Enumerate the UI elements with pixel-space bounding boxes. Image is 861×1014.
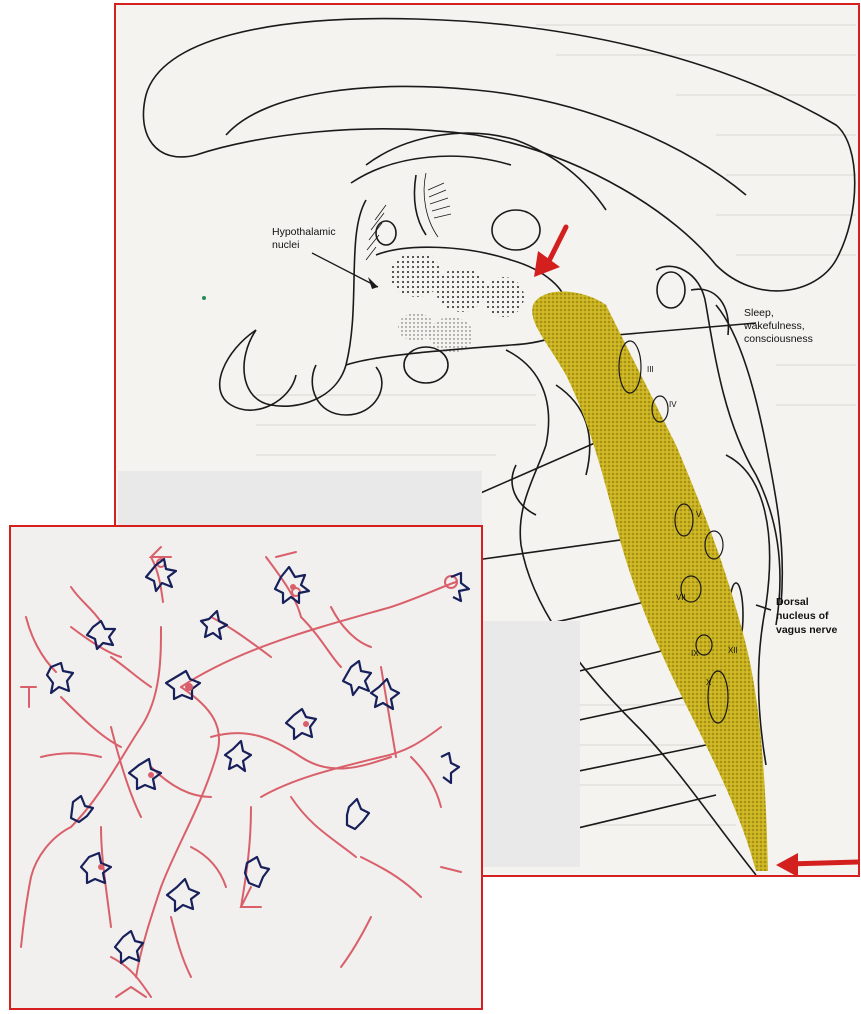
nucleus-label-xii: XII <box>728 646 738 655</box>
hypothalamic-label-line2: nuclei <box>272 239 299 251</box>
sleep-label-line2: wakefulness, <box>743 320 805 332</box>
neuron-soma <box>129 759 161 789</box>
neuron-soma <box>245 857 269 887</box>
sleep-label-line1: Sleep, <box>744 307 774 319</box>
neuron-soma <box>47 663 73 693</box>
neuron-somas <box>47 559 469 963</box>
nucleus-label-v: V <box>696 510 702 519</box>
vagus-label-line2: nucleus of <box>776 610 829 622</box>
nucleus-label-ix: IX <box>691 649 699 658</box>
neuron-network-panel <box>9 525 483 1010</box>
neuron-soma <box>201 611 227 639</box>
speck <box>202 296 206 300</box>
nucleus-label-iii: III <box>647 365 654 374</box>
neuron-soma <box>115 931 143 963</box>
sleep-label-line3: consciousness <box>744 333 813 345</box>
gray-cover-block <box>482 621 580 867</box>
sleep-label: Sleep, wakefulness, consciousness <box>743 307 813 345</box>
vagus-label-line1: Dorsal <box>776 596 809 608</box>
neuron-soma <box>225 741 251 771</box>
neuronal-branches <box>21 547 461 997</box>
red-arrow-bottom <box>776 853 860 877</box>
neuron-soma <box>87 621 115 649</box>
neuron-soma <box>81 853 111 883</box>
neuron-network-drawing <box>11 527 483 1010</box>
nucleus-label-iv: IV <box>669 400 677 409</box>
soma-cores <box>98 584 309 870</box>
hypothalamic-label-line1: Hypothalamic <box>272 226 336 238</box>
neuron-soma <box>441 753 459 783</box>
neuron-soma <box>167 879 199 911</box>
hypothalamic-nuclei-clusters <box>390 253 524 353</box>
gray-cover-block <box>118 471 482 527</box>
neuron-soma <box>71 796 93 822</box>
vagus-label-line3: vagus nerve <box>776 624 837 636</box>
neuron-soma <box>286 709 316 739</box>
nucleus-label-vii: VII <box>676 593 686 602</box>
neuron-soma <box>343 661 371 695</box>
vagus-label: Dorsal nucleus of vagus nerve <box>776 596 837 636</box>
neuron-soma <box>347 799 369 829</box>
nucleus-label-x: X <box>706 678 712 687</box>
hypothalamic-label: Hypothalamic nuclei <box>272 226 378 289</box>
